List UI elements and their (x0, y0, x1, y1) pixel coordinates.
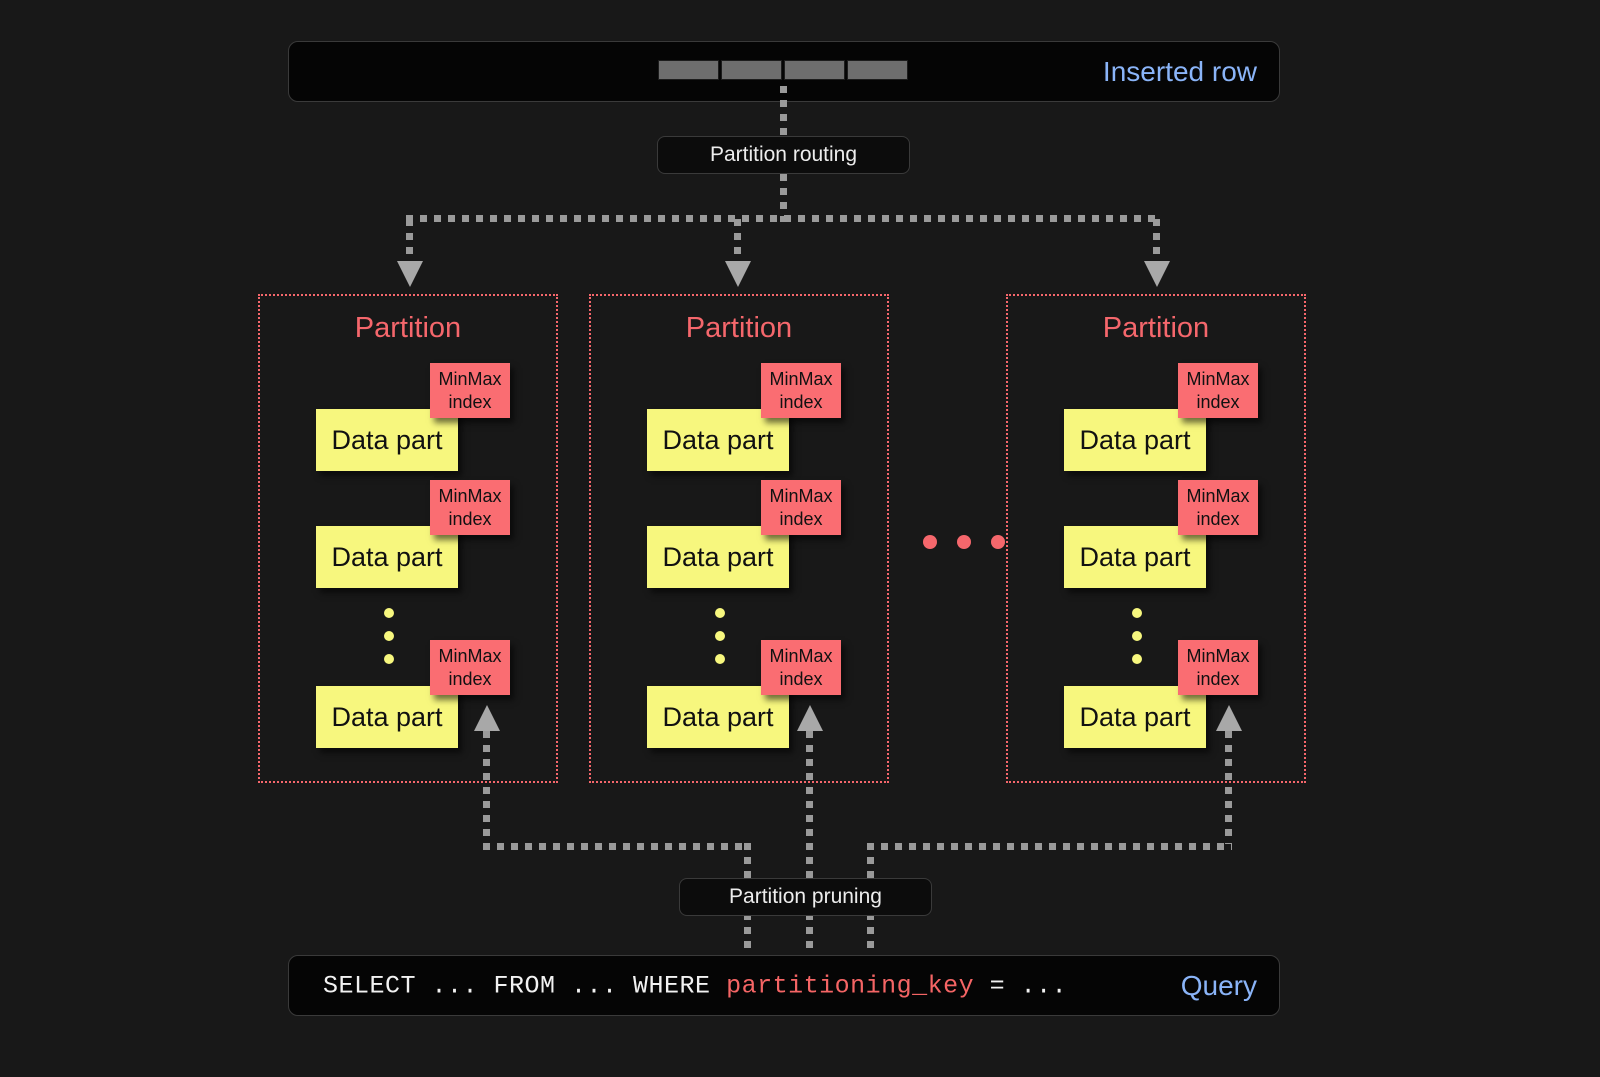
connector-routing-down (780, 174, 787, 222)
data-part: Data part (647, 526, 789, 588)
partition-2-title: Partition (685, 312, 793, 344)
minmax-index-box: MinMax index (1178, 363, 1258, 418)
ellipsis-dot (923, 535, 937, 549)
minmax-line-1: MinMax (438, 486, 502, 506)
minmax-line-1: MinMax (1186, 369, 1250, 389)
minmax-index-box: MinMax index (430, 363, 510, 418)
data-part: Data part (1064, 409, 1206, 471)
minmax-line-1: MinMax (1186, 646, 1250, 666)
connector-pruning-bus-right (867, 843, 1232, 850)
minmax-line-1: MinMax (769, 486, 833, 506)
partition-3-title: Partition (1102, 312, 1210, 344)
ellipsis-dot (384, 608, 394, 618)
ellipsis-dot (1132, 631, 1142, 641)
arrow-down-partition-2 (725, 261, 751, 287)
arrow-up-partition-1 (474, 705, 500, 731)
minmax-index-box: MinMax index (761, 363, 841, 418)
connector-routing-bus (406, 215, 1161, 222)
connector-routing-to-partition-3 (1153, 219, 1160, 266)
minmax-line-2: index (779, 508, 823, 529)
partition-pruning-box[interactable]: Partition pruning (679, 878, 932, 916)
minmax-line-2: index (448, 508, 492, 529)
inserted-row-cells (658, 60, 908, 80)
minmax-line-1: MinMax (769, 646, 833, 666)
row-cell (658, 60, 719, 80)
arrow-down-partition-1 (397, 261, 423, 287)
minmax-index-box: MinMax index (761, 640, 841, 695)
ellipsis-dot (715, 608, 725, 618)
ellipsis-dot (715, 654, 725, 664)
minmax-line-2: index (1196, 668, 1240, 689)
partition-routing-box[interactable]: Partition routing (657, 136, 910, 174)
partition-1-ellipsis (384, 608, 394, 664)
connector-routing-to-partition-2 (734, 219, 741, 266)
inserted-row-label: Inserted row (1102, 55, 1257, 87)
sql-prefix: SELECT ... FROM ... WHERE (323, 971, 727, 1000)
minmax-line-2: index (779, 668, 823, 689)
data-part: Data part (1064, 686, 1206, 748)
ellipsis-dot (1132, 608, 1142, 618)
partition-pruning-label: Partition pruning (729, 885, 882, 908)
data-part: Data part (316, 526, 458, 588)
row-cell (721, 60, 782, 80)
minmax-line-2: index (448, 391, 492, 412)
data-part: Data part (647, 409, 789, 471)
data-part: Data part (1064, 526, 1206, 588)
minmax-index-box: MinMax index (761, 480, 841, 535)
query-label: Query (1180, 969, 1257, 1001)
minmax-line-1: MinMax (1186, 486, 1250, 506)
minmax-line-1: MinMax (438, 369, 502, 389)
minmax-line-2: index (1196, 508, 1240, 529)
minmax-line-2: index (1196, 391, 1240, 412)
sql-statement: SELECT ... FROM ... WHERE partitioning_k… (323, 971, 1067, 1000)
data-part: Data part (647, 686, 789, 748)
connector-pruning-to-partition-3 (1225, 731, 1232, 844)
ellipsis-dot (957, 535, 971, 549)
partition-3-ellipsis (1132, 608, 1142, 664)
minmax-index-box: MinMax index (430, 640, 510, 695)
partition-1: Partition Data part MinMax index Data pa… (258, 294, 558, 783)
sql-suffix: = ... (974, 971, 1068, 1000)
connector-pruning-to-partition-1 (483, 731, 490, 844)
connector-row-to-routing (780, 86, 787, 144)
connector-pruning-bus-left (483, 843, 751, 850)
partition-routing-label: Partition routing (709, 143, 858, 166)
partitions-ellipsis (923, 535, 1005, 549)
minmax-index-box: MinMax index (1178, 480, 1258, 535)
minmax-line-1: MinMax (438, 646, 502, 666)
sql-partitioning-key: partitioning_key (726, 971, 975, 1000)
partition-3: Partition Data part MinMax index Data pa… (1006, 294, 1306, 783)
minmax-index-box: MinMax index (1178, 640, 1258, 695)
query-bar: SELECT ... FROM ... WHERE partitioning_k… (288, 955, 1280, 1016)
connector-routing-to-partition-1 (406, 219, 413, 266)
partition-2: Partition Data part MinMax index Data pa… (589, 294, 889, 783)
data-part: Data part (316, 409, 458, 471)
row-cell (847, 60, 908, 80)
ellipsis-dot (715, 631, 725, 641)
minmax-line-2: index (779, 391, 823, 412)
partition-1-title: Partition (354, 312, 462, 344)
minmax-line-2: index (448, 668, 492, 689)
ellipsis-dot (1132, 654, 1142, 664)
ellipsis-dot (991, 535, 1005, 549)
minmax-index-box: MinMax index (430, 480, 510, 535)
connector-pruning-to-partition-2 (806, 731, 813, 953)
minmax-line-1: MinMax (769, 369, 833, 389)
arrow-down-partition-3 (1144, 261, 1170, 287)
arrow-up-partition-3 (1216, 705, 1242, 731)
row-cell (784, 60, 845, 80)
data-part: Data part (316, 686, 458, 748)
ellipsis-dot (384, 654, 394, 664)
arrow-up-partition-2 (797, 705, 823, 731)
ellipsis-dot (384, 631, 394, 641)
partition-2-ellipsis (715, 608, 725, 664)
